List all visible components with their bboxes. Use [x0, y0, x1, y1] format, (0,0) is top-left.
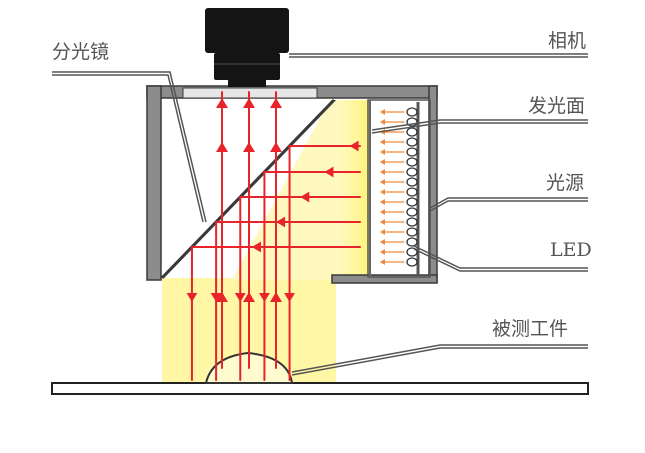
led	[406, 217, 418, 227]
upward-ray-arrow-mid	[243, 142, 255, 152]
upward-ray-arrow-low	[270, 292, 282, 302]
upward-ray-arrow-mid	[270, 142, 282, 152]
upward-ray-arrow-low	[216, 292, 228, 302]
leader-light-source	[429, 197, 588, 209]
led-ray-arrow	[380, 169, 385, 175]
housing-left-wall	[146, 85, 162, 281]
led-ray-arrow	[380, 199, 385, 205]
led-ray-arrow	[380, 239, 385, 245]
led-ray-arrow	[380, 139, 385, 145]
downward-ray-arrow	[234, 293, 246, 302]
leader-led-2	[413, 248, 588, 272]
led	[406, 157, 418, 167]
label-beam-splitter: 分光镜	[52, 41, 110, 63]
led-ray-arrow	[380, 179, 385, 185]
led-ray-arrow	[380, 209, 385, 215]
led	[406, 147, 418, 157]
leader-emitting-surface-2	[371, 122, 588, 134]
led-ray-arrow	[380, 119, 385, 125]
led-ray-arrow	[380, 149, 385, 155]
led	[406, 197, 418, 207]
led	[406, 107, 418, 117]
leader-beam-splitter	[52, 71, 207, 223]
light-source-frame	[367, 99, 431, 278]
leader-emitting-surface	[371, 119, 588, 131]
horizontal-ray-arrow	[276, 216, 286, 228]
led-ray-arrow	[380, 259, 385, 265]
horizontal-ray-arrow	[349, 140, 359, 152]
horizontal-ray-arrow	[251, 241, 261, 253]
light-rays	[186, 91, 361, 381]
label-camera: 相机	[548, 30, 587, 52]
led-array	[406, 107, 418, 267]
upward-ray-arrow-top	[270, 98, 282, 108]
label-workpiece: 被测工件	[492, 318, 569, 340]
led	[406, 257, 418, 267]
upward-ray-arrow-top	[243, 98, 255, 108]
horizontal-ray-arrow	[300, 191, 310, 203]
led	[406, 237, 418, 247]
label-light-source: 光源	[546, 172, 585, 194]
leader-beam-splitter-2	[52, 74, 204, 223]
downward-ray-arrow	[210, 293, 222, 302]
downward-ray-arrow	[259, 293, 270, 302]
led-ray-arrow	[380, 109, 385, 115]
downward-ray-arrow	[186, 293, 198, 302]
led	[406, 127, 418, 137]
downward-ray-arrow	[284, 293, 295, 302]
leader-light-source-2	[429, 200, 588, 212]
camera-lens-mount	[214, 53, 280, 80]
label-led: LED	[550, 239, 592, 261]
housing-bottom	[331, 274, 438, 284]
led-ray-arrow	[380, 219, 385, 225]
led-small-arrows	[380, 109, 405, 265]
horizontal-ray-arrow	[324, 166, 334, 178]
upward-ray-arrow-top	[216, 98, 228, 108]
camera-lens-front	[228, 80, 266, 87]
label-emitting-surface: 发光面	[528, 95, 586, 117]
upward-ray-arrow-mid	[216, 142, 228, 152]
leader-lines	[52, 53, 588, 376]
led	[406, 207, 418, 217]
leader-workpiece-2	[291, 347, 588, 376]
led-ray-arrow	[380, 159, 385, 165]
leader-led	[413, 245, 588, 269]
upward-ray-arrow-low	[243, 292, 255, 302]
led	[406, 137, 418, 147]
led	[406, 187, 418, 197]
emitting-glow	[340, 100, 370, 280]
camera-body	[205, 8, 289, 53]
led	[406, 227, 418, 237]
led-ray-arrow	[380, 229, 385, 235]
led	[406, 167, 418, 177]
led-ray-arrow	[380, 249, 385, 255]
led	[406, 177, 418, 187]
base-plate	[51, 382, 589, 395]
leader-workpiece	[291, 344, 588, 373]
led-ray-arrow	[380, 189, 385, 195]
